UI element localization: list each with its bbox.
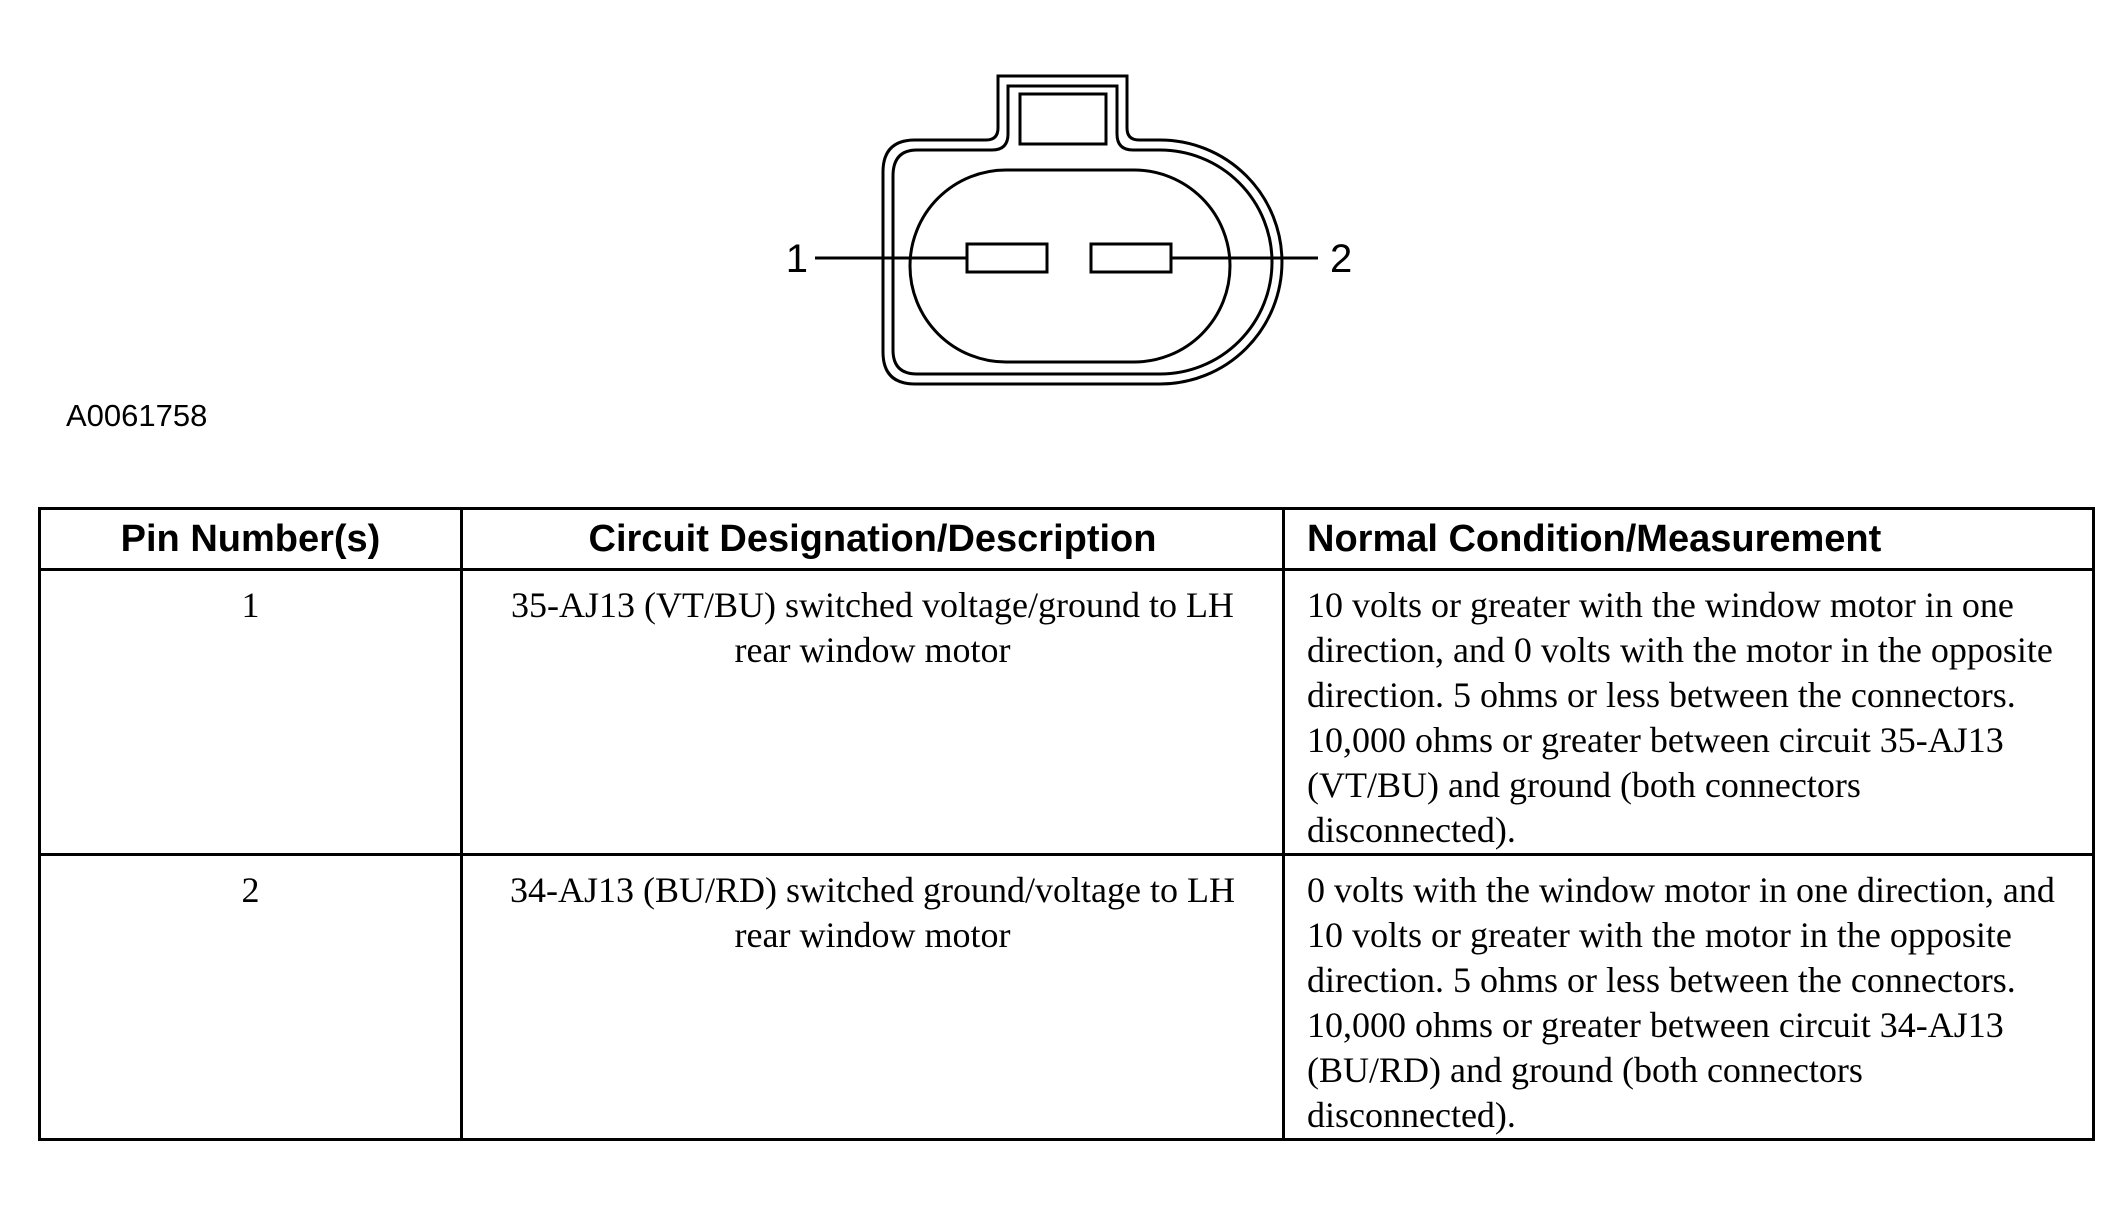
pin-label-1: 1 <box>786 237 808 281</box>
cell-pin-number: 2 <box>38 853 463 1141</box>
header-normal-condition: Normal Condition/Measurement <box>1282 507 2095 571</box>
connector-housing-outer <box>881 74 1284 386</box>
cell-pin-number: 1 <box>38 568 463 856</box>
table-header-row: Pin Number(s) Circuit Designation/Descri… <box>38 507 2095 571</box>
header-pin-numbers: Pin Number(s) <box>38 507 463 571</box>
table-row: 2 34-AJ13 (BU/RD) switched ground/voltag… <box>38 853 2095 1141</box>
figure-id: A0061758 <box>66 398 208 433</box>
cell-circuit-description: 35-AJ13 (VT/BU) switched voltage/ground … <box>460 568 1285 856</box>
cell-normal-condition: 10 volts or greater with the window moto… <box>1282 568 2095 856</box>
locking-tab <box>1018 92 1108 146</box>
pin-cavity <box>908 168 1232 364</box>
pin-label-2: 2 <box>1330 237 1352 281</box>
terminal-pin-1 <box>965 242 1049 274</box>
table-row: 1 35-AJ13 (VT/BU) switched voltage/groun… <box>38 568 2095 856</box>
pin-table: Pin Number(s) Circuit Designation/Descri… <box>38 507 2095 1141</box>
connector-housing-inner <box>891 84 1274 376</box>
cell-normal-condition: 0 volts with the window motor in one dir… <box>1282 853 2095 1141</box>
header-circuit-description: Circuit Designation/Description <box>460 507 1285 571</box>
connector-diagram: 1 2 <box>786 74 1352 386</box>
cell-circuit-description: 34-AJ13 (BU/RD) switched ground/voltage … <box>460 853 1285 1141</box>
terminal-pin-2 <box>1089 242 1173 274</box>
